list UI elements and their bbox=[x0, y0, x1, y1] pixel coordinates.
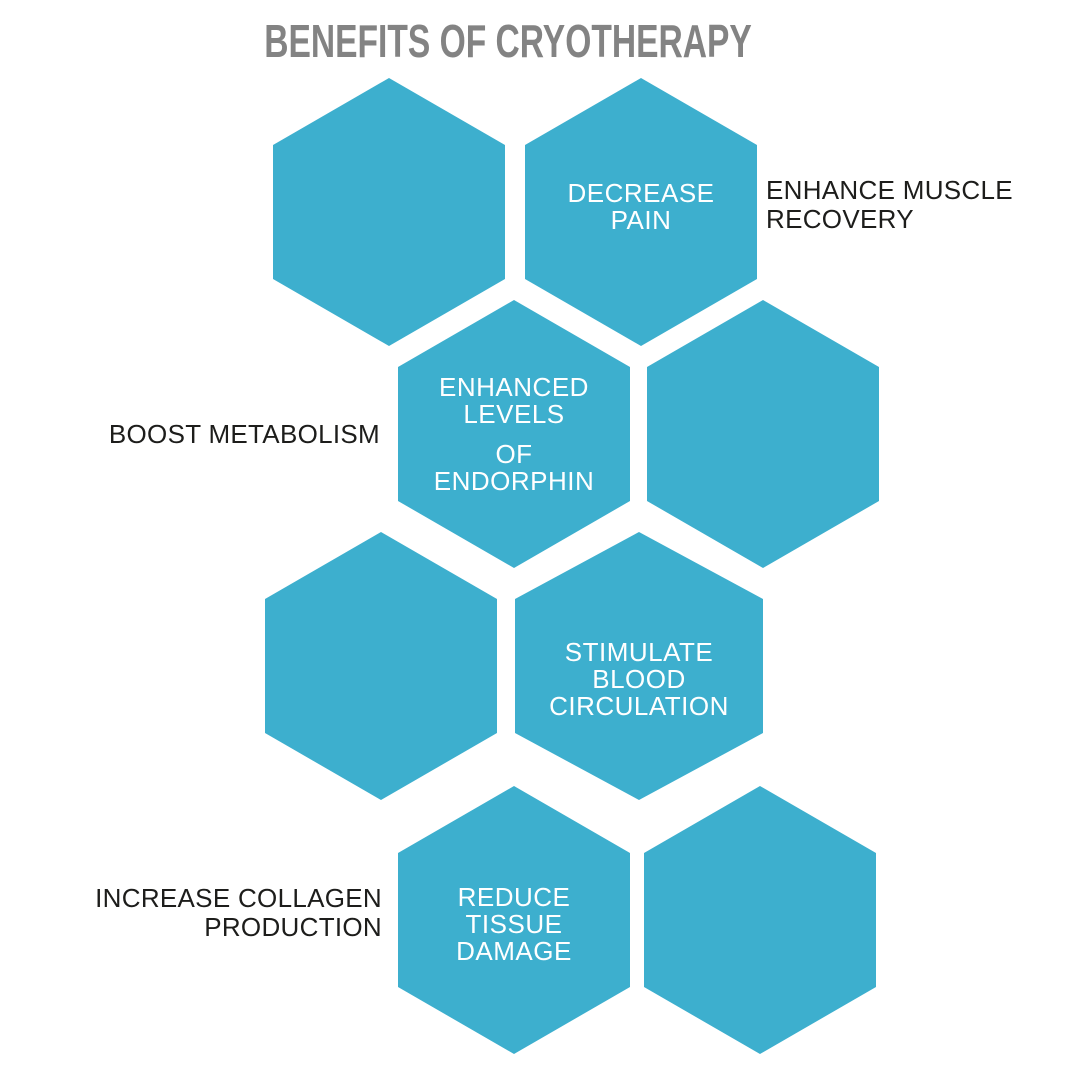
hexagon-label-line: REDUCE bbox=[457, 881, 571, 912]
hexagon-enhanced-levels-of-endorphin: ENHANCED LEVELS OF ENDORPHIN bbox=[398, 300, 630, 568]
label-line: PRODUCTION bbox=[204, 912, 382, 942]
page-title: BENEFITS OF CRYOTHERAPY bbox=[264, 15, 752, 67]
hexagon-label: REDUCE TISSUE DAMAGE bbox=[456, 881, 572, 966]
label-increase-collagen-production: INCREASE COLLAGEN PRODUCTION bbox=[95, 884, 382, 942]
label-line: ENHANCE MUSCLE bbox=[766, 175, 1013, 205]
label-enhance-muscle-recovery: ENHANCE MUSCLE RECOVERY bbox=[766, 176, 1013, 234]
hexagon-label-line: TISSUE bbox=[465, 908, 563, 939]
label-line: BOOST METABOLISM bbox=[108, 419, 380, 449]
hexagon-label: ENHANCED LEVELS OF ENDORPHIN bbox=[433, 371, 595, 496]
hexagon-label: STIMULATE BLOOD CIRCULATION bbox=[549, 636, 729, 721]
hexagon-label-line: DAMAGE bbox=[456, 935, 572, 966]
hexagon-label-line: STIMULATE bbox=[564, 636, 714, 667]
label-line: INCREASE COLLAGEN bbox=[95, 883, 382, 913]
hexagon-reduce-tissue-damage: REDUCE TISSUE DAMAGE bbox=[398, 786, 630, 1054]
hexagon-row1-left-empty bbox=[273, 78, 505, 346]
hexagon-label-line: LEVELS bbox=[463, 398, 565, 429]
hexagon-label-line: ENDORPHIN bbox=[433, 465, 595, 496]
hexagon-label-line: OF bbox=[495, 438, 533, 469]
label-boost-metabolism: BOOST METABOLISM bbox=[109, 420, 380, 449]
hexagon-decrease-pain: DECREASE PAIN bbox=[525, 78, 757, 346]
hexagon-label-line: PAIN bbox=[610, 205, 672, 235]
hexagon-label-line: BLOOD bbox=[592, 663, 686, 694]
hexagon-row2-right-empty bbox=[647, 300, 879, 568]
hexagon-label-line: DECREASE bbox=[567, 178, 715, 208]
hexagon-label-line: CIRCULATION bbox=[549, 690, 729, 721]
hexagon-row3-left-empty bbox=[265, 532, 497, 800]
hexagon-label-line: ENHANCED bbox=[439, 371, 589, 402]
hexagon-row4-right-empty bbox=[644, 786, 876, 1054]
hexagon-label: DECREASE PAIN bbox=[567, 180, 714, 234]
hexagon-stimulate-blood-circulation: STIMULATE BLOOD CIRCULATION bbox=[515, 532, 763, 800]
label-line: RECOVERY bbox=[766, 204, 914, 234]
